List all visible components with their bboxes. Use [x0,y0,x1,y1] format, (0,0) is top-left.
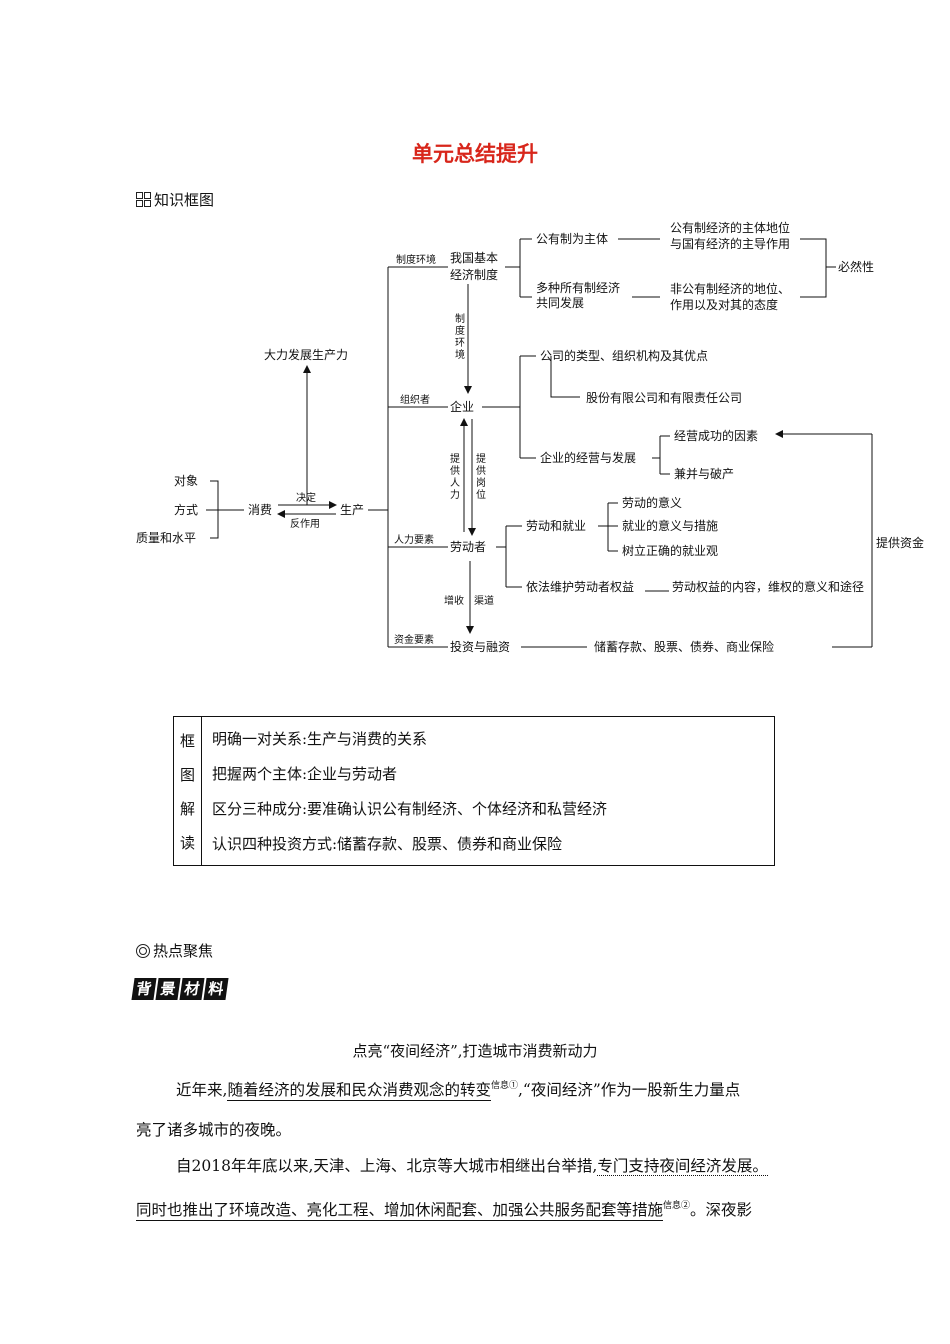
node-labor-meaning: 劳动的意义 [622,495,682,510]
label-income: 增收 [444,594,464,607]
vlabel-labor-3: 人 [450,477,460,489]
page-title: 单元总结提升 [412,142,538,166]
node-savings: 储蓄存款、股票、债券、商业保险 [594,639,774,654]
node-rights: 依法维护劳动者权益 [526,579,634,594]
node-rights-content: 劳动权益的内容，维权的意义和途径 [672,579,864,594]
vlabel-system-env-4: 境 [455,348,465,361]
node-merge: 兼并与破产 [674,466,734,481]
node-system-1: 我国基本 [450,251,498,265]
label-channel: 渠道 [474,594,494,607]
p1-text-a: 近年来, [176,1081,228,1099]
node-mixed-1: 多种所有制经济 [536,280,620,295]
public-role-2: 与国有经济的主导作用 [670,236,790,251]
vlabel-jobs-2: 供 [476,464,486,477]
badge-char: 景 [155,978,181,1000]
node-necessity: 必然性 [838,259,874,274]
p2-underlined: 同时也推出了环境改造、亮化工程、增加休闲配套、加强公共服务配套等措施 [136,1201,664,1221]
node-produce: 生产 [340,503,364,517]
interpretation-table: 框 图 解 读 明确一对关系:生产与消费的关系 把握两个主体:企业与劳动者 区分… [173,716,775,866]
branch-system-env: 制度环境 [396,253,436,266]
node-employ-view: 树立正确的就业观 [622,543,718,558]
section-knowledge-map-label: 知识框图 [154,191,215,209]
node-system-2: 经济制度 [450,267,498,282]
grid-icon [136,192,151,207]
branch-human: 人力要素 [394,533,434,546]
label-decide: 决定 [296,491,316,504]
vlabel-labor-4: 力 [450,488,460,501]
p2-text-a: 自2018年年底以来,天津、上海、北京等大城市相继出台举措, [176,1157,598,1175]
vlabel-system-env-1: 制 [455,312,465,325]
node-laborer: 劳动者 [450,540,486,554]
vertical-labels: 制 度 环 境 提 供 人 力 提 供 岗 位 [450,312,486,501]
interpretation-row: 认识四种投资方式:储蓄存款、股票、债券和商业保险 [212,835,563,853]
vlabel-labor-1: 提 [450,453,460,465]
badge-char: 材 [179,978,205,1000]
interpretation-rows: 明确一对关系:生产与消费的关系 把握两个主体:企业与劳动者 区分三种成分:要准确… [202,717,774,865]
vlabel-jobs-4: 位 [476,488,486,501]
interpretation-side: 框 图 解 读 [174,717,202,865]
interpretation-row: 区分三种成分:要准确认识公有制经济、个体经济和私营经济 [212,800,608,818]
p2-dotted: 专门支持夜间经济发展。 [597,1157,768,1176]
branch-organizer: 组织者 [400,393,430,406]
node-public: 公有制为主体 [536,232,608,246]
node-capital: 提供资金 [876,535,924,550]
side-char: 解 [179,799,195,818]
node-develop: 大力发展生产力 [264,347,348,362]
side-char: 读 [179,833,195,852]
vlabel-system-env-3: 环 [455,338,465,349]
label-react: 反作用 [290,518,320,530]
article-paragraph-2: 自2018年年底以来,天津、上海、北京等大城市相继出台举措,专门支持夜间经济发展… [136,1146,816,1230]
vlabel-labor-2: 供 [450,464,460,477]
badge-char: 背 [131,978,157,1000]
section-hotspot-label: 热点聚焦 [153,942,214,960]
section-hotspot: 热点聚焦 [136,940,213,961]
p1-text-b: ,“夜间经济”作为一股新生力量点 [517,1081,741,1099]
public-role-1: 公有制经济的主体地位 [670,220,790,235]
node-mixed-2: 共同发展 [536,295,584,310]
node-company-types: 公司的类型、组织机构及其优点 [540,348,708,363]
badge-char: 料 [203,978,229,1000]
knowledge-diagram: 对象 方式 质量和水平 消费 生产 大力发展生产力 我国基本 经济制度 公有制为… [136,220,924,654]
vlabel-jobs-1: 提 [476,453,486,465]
vlabel-jobs-3: 岗 [476,477,486,489]
node-joint-stock: 股份有限公司和有限责任公司 [586,391,742,405]
nonpublic-1: 非公有制经济的地位、 [670,281,790,296]
node-employ-meaning: 就业的意义与措施 [622,518,718,533]
node-consume: 消费 [248,503,272,517]
target-method: 方式 [174,502,198,517]
interpretation-row: 明确一对关系:生产与消费的关系 [212,730,428,748]
side-char: 框 [179,731,195,750]
p1-info-tag: 信息① [490,1081,518,1091]
p2-text-b: 。深夜影 [690,1201,753,1219]
target-object: 对象 [174,474,198,488]
nonpublic-2: 作用以及对其的态度 [670,297,778,312]
p1-underlined: 随着经济的发展和民众消费观念的转变 [227,1081,491,1101]
p2-info-tag: 信息② [663,1201,691,1211]
background-material-badge: 背 景 材 料 [131,978,229,1002]
node-invest: 投资与融资 [450,639,510,654]
node-enterprise: 企业 [450,399,474,414]
p1-line2: 亮了诸多城市的夜晚。 [136,1121,292,1139]
target-quality: 质量和水平 [136,531,196,545]
target-icon [136,943,150,958]
interpretation-row: 把握两个主体:企业与劳动者 [212,765,398,783]
node-labor-employ: 劳动和就业 [526,519,586,533]
node-success: 经营成功的因素 [674,428,758,443]
article-paragraph-1: 近年来,随着经济的发展和民众消费观念的转变信息①,“夜间经济”作为一股新生力量点… [136,1066,816,1150]
article-title: 点亮“夜间经济”,打造城市消费新动力 [352,1042,598,1060]
node-operation: 企业的经营与发展 [540,450,636,465]
side-char: 图 [179,765,195,784]
branch-capital: 资金要素 [394,633,434,646]
section-knowledge-map: 知识框图 [136,189,214,210]
vlabel-system-env-2: 度 [455,324,465,337]
